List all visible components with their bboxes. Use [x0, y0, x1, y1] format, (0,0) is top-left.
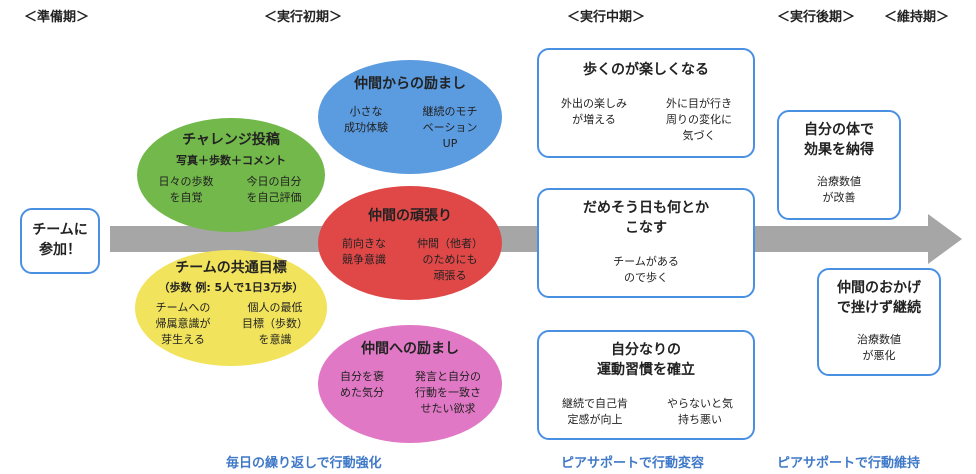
encouragement-from-peers-right-text: 継続のモチ ベーション UP	[422, 105, 478, 150]
phase-maintain-label: ＜維持期＞	[884, 10, 950, 25]
team-goal-left-text: チームへの 帰属意識が 芽生える	[155, 301, 211, 346]
tough-days-title: だめそう日も何とか こなす	[583, 200, 709, 237]
peer-effort-ellipse: 仲間の頑張り 前向きな 競争意識 仲間（他者） のためにも 頑張る	[318, 186, 502, 300]
encouraging-peers-left-text: 自分を褒 めた気分	[340, 370, 384, 399]
phase-mid-label: ＜実行中期＞	[567, 10, 646, 25]
encouragement-from-peers-title: 仲間からの励まし	[354, 76, 466, 92]
team-goal-subtitle: （歩数 例: 5人で1日3万歩）	[158, 281, 304, 294]
challenge-post-subtitle: 写真＋歩数＋コメント	[176, 154, 286, 167]
timeline-arrow-head	[928, 214, 962, 264]
start-box-label: チームに 参加！	[32, 222, 88, 259]
encouragement-from-peers-left-text: 小さな 成功体験	[344, 105, 388, 134]
challenge-post-ellipse: チャレンジ投稿 写真＋歩数＋コメント 日々の歩数 を自覚 今日の自分 を自己評価	[137, 118, 325, 232]
continue-thanks-peers-text: 治療数値 が悪化	[857, 333, 901, 362]
body-effect-box: 自分の体で 効果を納得 治療数値 が改善	[777, 110, 901, 220]
start-box: チームに 参加！	[20, 208, 100, 274]
encouragement-from-peers-ellipse: 仲間からの励まし 小さな 成功体験 継続のモチ ベーション UP	[318, 60, 502, 174]
challenge-post-title: チャレンジ投稿	[182, 132, 280, 148]
phase-late-label: ＜実行後期＞	[777, 10, 856, 25]
exercise-habit-box: 自分なりの 運動習慣を確立 継続で自己肯 定感が向上 やらないと気 持ち悪い	[537, 330, 755, 440]
footer-mid-label: ピアサポートで行動変容	[561, 456, 705, 471]
tough-days-box: だめそう日も何とか こなす チームがある ので歩く	[537, 188, 755, 298]
exercise-habit-title: 自分なりの 運動習慣を確立	[597, 342, 695, 379]
walking-fun-title: 歩くのが楽しくなる	[583, 62, 709, 78]
phase-early-label: ＜実行初期＞	[264, 10, 343, 25]
team-goal-right-text: 個人の最低 目標（歩数） を意識	[242, 301, 308, 346]
exercise-habit-left-text: 継続で自己肯 定感が向上	[562, 397, 628, 426]
footer-early-label: 毎日の繰り返しで行動強化	[226, 456, 382, 471]
footer-late-label: ピアサポートで行動維持	[777, 456, 921, 471]
walking-fun-right-text: 外に目が行き 周りの変化に 気づく	[666, 97, 732, 142]
phase-prep-label: ＜準備期＞	[24, 10, 90, 25]
team-goal-title: チームの共通目標	[175, 260, 287, 276]
continue-thanks-peers-box: 仲間のおかげ で挫けず継続 治療数値 が悪化	[817, 268, 941, 376]
peer-effort-title: 仲間の頑張り	[368, 208, 452, 224]
encouraging-peers-right-text: 発言と自分の 行動を一致さ せたい欲求	[415, 370, 481, 415]
walking-fun-box: 歩くのが楽しくなる 外出の楽しみ が増える 外に目が行き 周りの変化に 気づく	[537, 48, 755, 158]
challenge-post-left-text: 日々の歩数 を自覚	[158, 175, 214, 204]
continue-thanks-peers-title: 仲間のおかげ で挫けず継続	[837, 280, 921, 317]
encouraging-peers-ellipse: 仲間への励まし 自分を褒 めた気分 発言と自分の 行動を一致さ せたい欲求	[318, 325, 502, 443]
walking-fun-left-text: 外出の楽しみ が増える	[561, 97, 627, 126]
team-goal-ellipse: チームの共通目標 （歩数 例: 5人で1日3万歩） チームへの 帰属意識が 芽生…	[135, 250, 327, 366]
body-effect-text: 治療数値 が改善	[817, 175, 861, 204]
challenge-post-right-text: 今日の自分 を自己評価	[246, 175, 302, 204]
peer-effort-right-text: 仲間（他者） のためにも 頑張る	[417, 237, 483, 282]
tough-days-text: チームがある ので歩く	[613, 255, 679, 284]
encouraging-peers-title: 仲間への励まし	[361, 341, 459, 357]
peer-effort-left-text: 前向きな 競争意識	[342, 237, 386, 266]
exercise-habit-right-text: やらないと気 持ち悪い	[667, 397, 733, 426]
body-effect-title: 自分の体で 効果を納得	[804, 122, 874, 159]
